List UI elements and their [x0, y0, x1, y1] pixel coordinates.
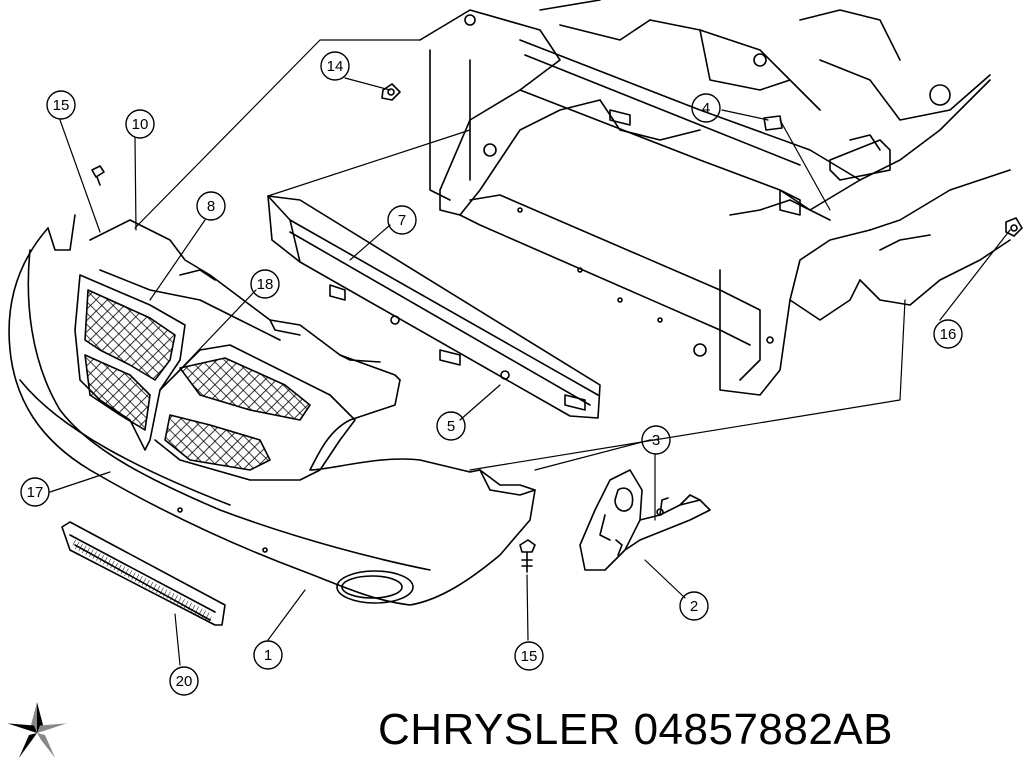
callout-5-label: 5: [447, 418, 455, 435]
part-number: 04857882AB: [633, 705, 894, 754]
callout-16: 16: [933, 319, 963, 349]
part-caption: CHRYSLER 04857882AB: [378, 700, 893, 760]
callout-18: 18: [250, 269, 280, 299]
fastener-14: [381, 83, 401, 101]
radiator-support-frame: [419, 0, 1011, 396]
fastener-13: [91, 165, 105, 186]
callout-1-label: 1: [264, 647, 272, 664]
grille-mesh: [85, 290, 310, 470]
callout-3-label: 3: [652, 432, 660, 449]
callout-17-label: 17: [27, 484, 44, 501]
callout-1: 1: [253, 640, 283, 670]
fascia-support-bracket: [579, 469, 711, 571]
callout-14: 14: [320, 51, 350, 81]
fastener-4: [763, 115, 783, 131]
callout-4-label: 4: [702, 100, 710, 117]
callouts: 15 10 14 4 8 7 18 16 5 3 17 2 1 15 20: [20, 51, 963, 696]
pentastar-icon: [7, 702, 67, 759]
callout-15: 15: [514, 641, 544, 671]
callout-2-label: 2: [690, 598, 698, 615]
callout-20: 20: [169, 666, 199, 696]
callout-13: 15: [46, 90, 76, 120]
deflector-vents: [72, 538, 212, 622]
callout-15-label: 15: [521, 648, 538, 665]
callout-3: 3: [641, 425, 671, 455]
callout-16-label: 16: [940, 326, 957, 343]
callout-10-label: 10: [132, 116, 149, 133]
callout-4: 4: [691, 93, 721, 123]
callout-18-label: 18: [257, 276, 274, 293]
callout-5: 5: [436, 411, 466, 441]
callout-10: 10: [125, 109, 155, 139]
callout-2: 2: [679, 591, 709, 621]
callout-8-label: 8: [207, 198, 215, 215]
bumper-fascia: [8, 214, 536, 606]
fastener-15: [519, 539, 536, 573]
callout-17: 17: [20, 477, 50, 507]
callout-20-label: 20: [176, 673, 193, 690]
brand-name: CHRYSLER: [378, 705, 621, 754]
fastener-16: [1005, 217, 1023, 237]
leader-lines: [49, 39, 1011, 666]
callout-7-label: 7: [398, 212, 406, 229]
callout-8: 8: [196, 191, 226, 221]
callout-7: 7: [387, 205, 417, 235]
bumper-reinforcement-beam: [267, 195, 601, 419]
callout-13-label: 15: [53, 97, 70, 114]
callout-14-label: 14: [327, 58, 344, 75]
